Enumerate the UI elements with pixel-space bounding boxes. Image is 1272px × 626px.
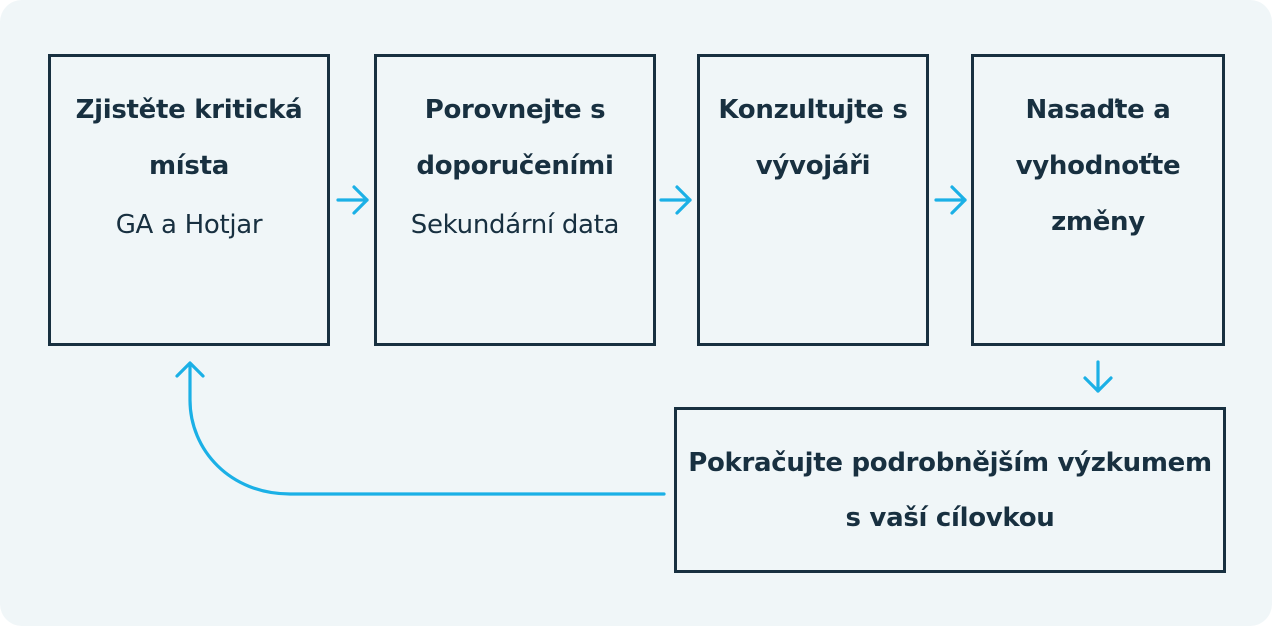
step-continue-research: Pokračujte podrobnějším výzkumem s vaší … [674,407,1226,573]
loop-back-arrow-icon [175,361,666,496]
step-title: Nasaďte a vyhodnoťte změny [1015,95,1181,237]
step-subtitle: Sekundární data [410,210,620,240]
step-title: Konzultujte s vývojáři [718,95,908,181]
step-deploy-evaluate: Nasaďte a vyhodnoťte změny [971,54,1225,346]
step-title: Porovnejte s doporučeními [416,95,614,181]
step-compare-recommendations: Porovnejte s doporučeními Sekundární dat… [374,54,656,346]
step-subtitle: GA a Hotjar [115,210,263,240]
step-find-critical-points: Zjistěte kritická místa GA a Hotjar [48,54,330,346]
arrow-right-icon [659,185,692,215]
step-title: Zjistěte kritická místa [75,95,303,181]
arrow-down-icon [1083,360,1113,393]
step-title: Pokračujte podrobnějším výzkumem s vaší … [688,448,1212,533]
arrow-right-icon [934,185,967,215]
step-consult-developers: Konzultujte s vývojáři [697,54,929,346]
arrow-right-icon [336,185,369,215]
